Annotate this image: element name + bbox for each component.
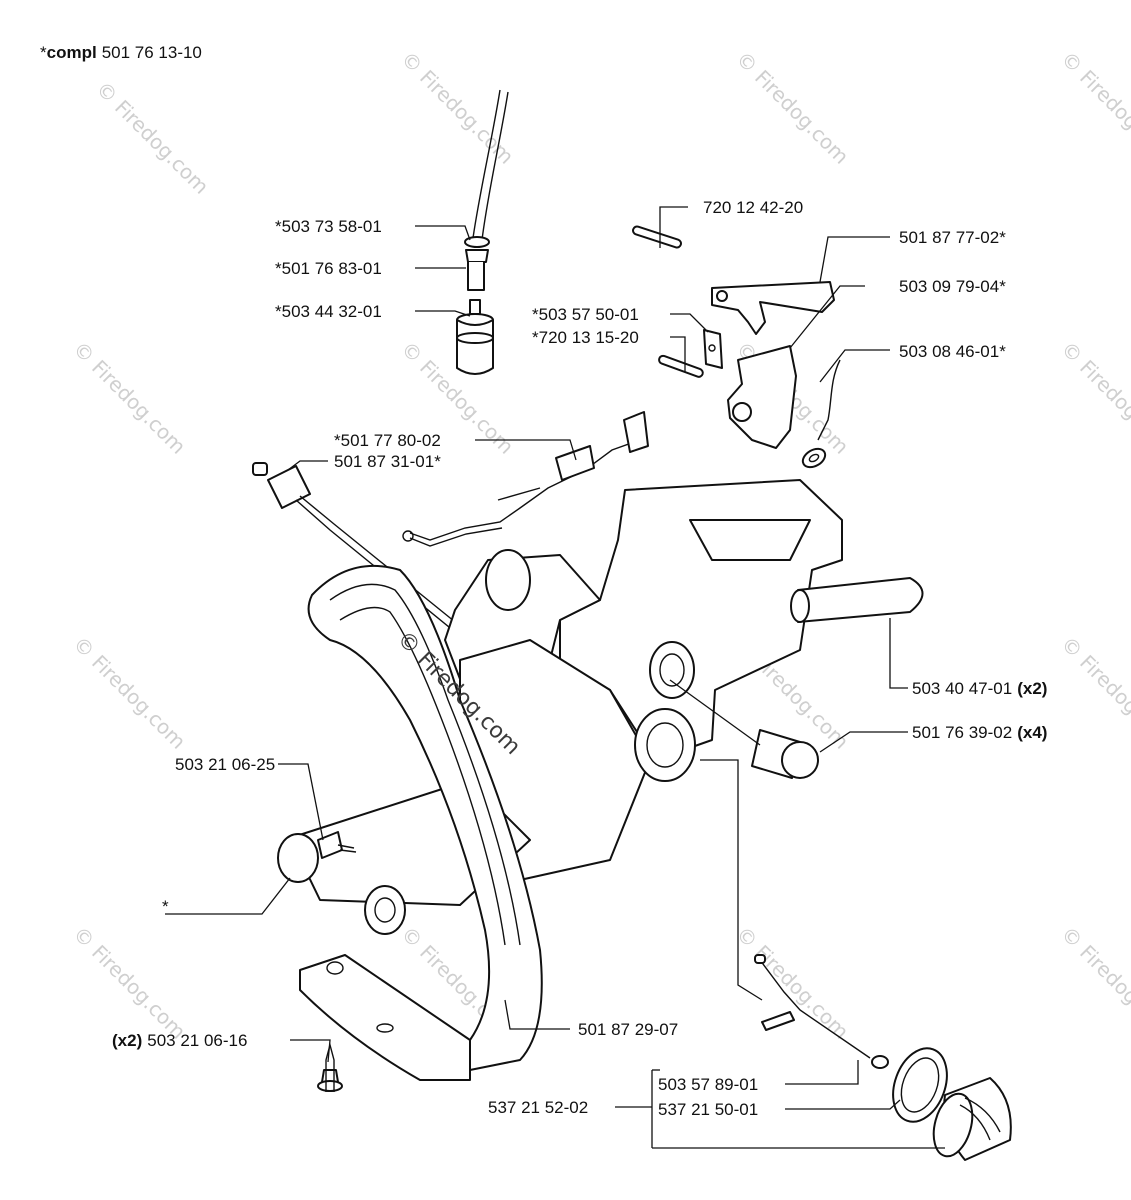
watermark: © Firedog.com: [731, 47, 853, 169]
pin-top: [632, 225, 682, 249]
label-fuel-pipe-mid: *501 76 83-01: [275, 259, 382, 278]
watermark: © Firedog.com: [91, 77, 213, 199]
label-tank-star: *: [162, 897, 169, 916]
watermark: © Firedog.com: [1056, 632, 1131, 754]
label-cap-seal: 537 21 50-01: [658, 1100, 758, 1119]
label-screw-bottom: (x2) 503 21 06-16: [112, 1031, 247, 1050]
watermark: © Firedog.com: [68, 922, 190, 1044]
throttle-rod: [402, 411, 649, 547]
cap-seal: [892, 1047, 948, 1123]
label-cap-strap: 503 57 89-01: [658, 1075, 758, 1094]
label-handle-grip-qty: (x2): [1017, 679, 1047, 698]
label-handle-grip: 503 40 47-01 (x2): [912, 679, 1047, 698]
fuel-cap: [932, 1077, 1012, 1161]
watermark: © Firedog.com: [396, 47, 518, 169]
fuel-hose: [464, 89, 509, 291]
cap-strap: [754, 954, 889, 1069]
tank-housing: [277, 479, 843, 935]
kit-header-compl: compl: [47, 43, 97, 62]
label-throttle-trigger: 501 87 77-02*: [899, 228, 1006, 247]
kit-header-prefix: *: [40, 43, 47, 62]
label-fuel-cap: 537 21 52-02: [488, 1098, 588, 1117]
kit-header-number: 501 76 13-10: [102, 43, 202, 62]
label-throttle-rod: *501 77 80-02: [334, 431, 441, 450]
label-screw-left: 503 21 06-25: [175, 755, 275, 774]
label-pin-top: 720 12 42-20: [703, 198, 803, 217]
fuel-filter: [456, 299, 494, 375]
label-bushing-qty: (x4): [1017, 723, 1047, 742]
label-pin-mid: *720 13 15-20: [532, 328, 639, 347]
watermark: © Firedog.com: [1056, 47, 1131, 169]
bushing: [751, 729, 819, 779]
trigger-lockout: [727, 345, 797, 449]
watermark: © Firedog.com: [68, 337, 190, 459]
watermark: © Firedog.com: [1056, 922, 1131, 1044]
screw-left: [317, 831, 357, 859]
label-spring-clip: *503 57 50-01: [532, 305, 639, 324]
pin-mid: [658, 354, 704, 378]
screw-bottom: [317, 1042, 343, 1092]
label-choke-cable: 501 87 31-01*: [334, 452, 441, 471]
label-fuel-filter: *503 44 32-01: [275, 302, 382, 321]
watermark: © Firedog.com: [731, 922, 853, 1044]
spring-clip: [703, 329, 723, 369]
spring: [801, 359, 841, 469]
handle-grip: [790, 577, 924, 623]
label-bushing: 501 76 39-02 (x4): [912, 723, 1047, 742]
label-screw-bottom-number: 503 21 06-16: [147, 1031, 247, 1050]
watermark: © Firedog.com: [68, 632, 190, 754]
watermark-layer: © Firedog.com © Firedog.com © Firedog.co…: [68, 47, 1131, 1044]
throttle-trigger: [711, 281, 835, 335]
label-trigger-lockout: 503 09 79-04*: [899, 277, 1006, 296]
front-handle: [299, 564, 543, 1081]
label-handle-grip-number: 503 40 47-01: [912, 679, 1012, 698]
label-fuel-pipe-top: *503 73 58-01: [275, 217, 382, 236]
label-screw-bottom-qty: (x2): [112, 1031, 142, 1050]
label-bushing-number: 501 76 39-02: [912, 723, 1012, 742]
label-front-handle: 501 87 29-07: [578, 1020, 678, 1039]
label-spring: 503 08 46-01*: [899, 342, 1006, 361]
kit-header: *compl 501 76 13-10: [40, 43, 202, 62]
leader-lines: [165, 206, 945, 1149]
watermark: © Firedog.com: [1056, 337, 1131, 459]
